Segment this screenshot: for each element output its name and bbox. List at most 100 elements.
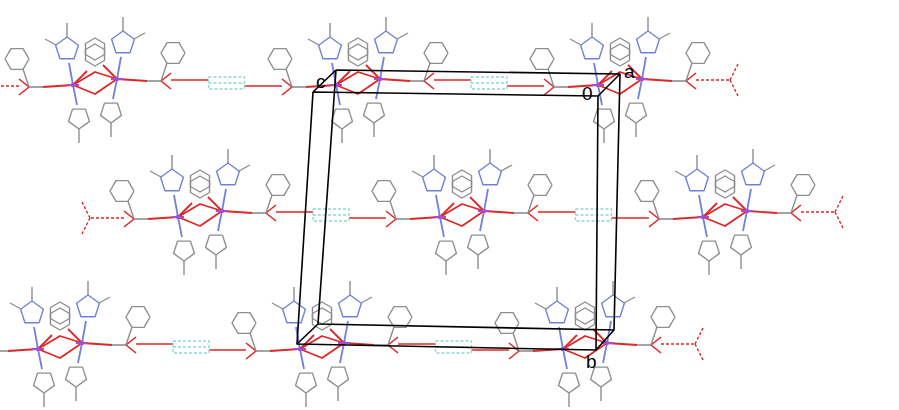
bond [373, 123, 374, 137]
bond [85, 44, 104, 66]
bond [576, 209, 612, 221]
bond [341, 129, 342, 143]
bond [703, 211, 747, 226]
bond [126, 327, 132, 345]
axis-label: a [624, 62, 635, 81]
bond [433, 155, 434, 169]
bond [386, 219, 396, 227]
bond [286, 69, 292, 87]
bond [372, 181, 396, 202]
bond [530, 49, 554, 70]
bond [215, 255, 216, 269]
bond [266, 195, 272, 213]
bond [222, 189, 226, 211]
bond [340, 343, 344, 363]
bond [675, 171, 686, 177]
molecule-row [0, 17, 738, 143]
bond [501, 165, 512, 171]
bond [171, 155, 172, 169]
bond [398, 343, 436, 344]
bond [376, 79, 380, 99]
bond [731, 235, 752, 255]
bond [110, 123, 111, 137]
bond [256, 350, 270, 352]
bond [592, 84, 604, 86]
bond [743, 211, 747, 231]
bond [686, 169, 709, 191]
bond [0, 85, 19, 86]
bond [183, 261, 184, 275]
bond [161, 63, 167, 81]
bond [171, 79, 209, 80]
bond [209, 77, 245, 89]
bond [173, 346, 209, 347]
bond [23, 69, 29, 87]
bond [653, 201, 659, 219]
bond [76, 342, 88, 344]
bond [99, 297, 110, 303]
bond [390, 201, 396, 219]
bond [686, 63, 692, 81]
bond [695, 344, 703, 360]
bond [294, 348, 306, 350]
bond [296, 373, 317, 393]
bond [313, 70, 336, 92]
bond [626, 103, 647, 123]
bond [246, 351, 256, 359]
bond [45, 39, 56, 45]
bond [292, 86, 306, 88]
bond [440, 217, 444, 237]
bond [546, 301, 569, 323]
bond [686, 81, 696, 89]
bond [672, 80, 686, 82]
bond [559, 327, 563, 349]
bond [397, 33, 408, 39]
bond [548, 69, 554, 87]
bond [336, 85, 340, 105]
bond [791, 213, 801, 221]
bond [636, 78, 648, 80]
bond [642, 57, 646, 79]
bond [68, 329, 82, 343]
bond [305, 393, 306, 407]
bond [313, 209, 349, 221]
bond [434, 216, 446, 218]
bond [348, 44, 367, 66]
bond [50, 308, 69, 330]
bond [122, 17, 123, 31]
bond [452, 176, 471, 198]
bond [69, 109, 90, 129]
bond [232, 313, 256, 334]
bond [791, 195, 797, 213]
bond [364, 103, 385, 123]
bond [174, 241, 195, 261]
bond [436, 241, 457, 261]
bond [600, 387, 601, 401]
bond [603, 343, 607, 363]
bond [113, 79, 117, 99]
bond [559, 373, 580, 393]
bond [366, 65, 380, 79]
bond [703, 217, 707, 237]
bond [337, 387, 338, 401]
bond [50, 302, 69, 324]
bond [715, 170, 734, 192]
bond [300, 335, 314, 349]
bond [67, 84, 79, 86]
bond [424, 43, 448, 64]
bond [330, 329, 344, 343]
bond [575, 308, 594, 330]
bond [73, 79, 117, 94]
bond [126, 345, 136, 353]
bond [77, 295, 100, 317]
bond [538, 211, 576, 212]
bond [607, 321, 611, 343]
bond [835, 212, 843, 228]
molecule-row [0, 281, 703, 407]
bond [638, 79, 642, 99]
bond [112, 344, 126, 346]
bond [791, 175, 815, 196]
bond [477, 255, 478, 269]
axis-label: c [316, 72, 326, 91]
